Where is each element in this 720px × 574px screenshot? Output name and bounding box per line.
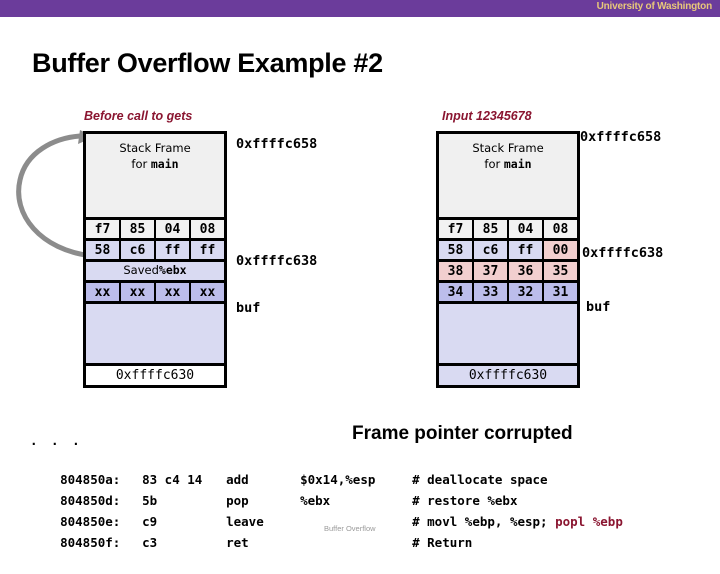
byte-cell: 32 <box>509 283 544 301</box>
assembly-listing: . . . 804850a: 83 c4 14 add $0x14,%esp # dea… <box>30 433 623 550</box>
assembly-address: 804850f: <box>60 535 121 550</box>
stack-diagram-before: Stack Frame for main f7 85 04 08 58 c6 f… <box>83 131 227 388</box>
assembly-address: 804850a: <box>60 472 121 487</box>
frame-main-label-line2: for main <box>86 157 224 171</box>
byte-row: 34 33 32 31 <box>439 280 577 301</box>
assembly-mnemonic: ret <box>226 535 249 550</box>
stack-frame-main-region-right: Stack Frame for main <box>439 134 577 217</box>
saved-ebx-register: %ebx <box>158 263 187 278</box>
byte-cell: ff <box>156 241 191 259</box>
byte-cell-overwritten: 36 <box>509 262 544 280</box>
assembly-address: 804850d: <box>60 493 121 508</box>
byte-cell-overwritten: 37 <box>474 262 509 280</box>
address-label-mid-left: 0xffffc638 <box>236 253 318 269</box>
assembly-comment: # Return <box>412 535 473 550</box>
frame-main-label-prefix: for <box>484 157 504 171</box>
address-label-top-right: 0xffffc658 <box>580 129 662 145</box>
byte-cell: 34 <box>439 283 474 301</box>
byte-row: 58 c6 ff ff <box>86 238 224 259</box>
frame-main-label-function: main <box>503 157 532 171</box>
frame-main-label-function: main <box>150 157 179 171</box>
assembly-comment: # movl %ebp, %esp; <box>412 514 556 529</box>
assembly-comment: # restore %ebx <box>412 493 518 508</box>
assembly-comment-highlight: popl %ebp <box>555 514 623 529</box>
assembly-operands: $0x14,%esp <box>300 472 376 487</box>
slide-title: Buffer Overflow Example #2 <box>32 48 383 78</box>
byte-cell: f7 <box>439 220 474 238</box>
assembly-comment: # deallocate space <box>412 472 548 487</box>
saved-ebx-prefix: Saved <box>123 263 159 278</box>
byte-cell-overwritten: 00 <box>544 241 577 259</box>
university-brand-label: University of Washington <box>596 1 713 12</box>
byte-cell: 33 <box>474 283 509 301</box>
stack-filler-region <box>86 301 224 363</box>
byte-cell: ff <box>191 241 224 259</box>
assembly-bytes: c3 <box>142 535 158 550</box>
assembly-row: 804850e: c9 leave # movl %ebp, %esp; popl %… <box>30 490 623 529</box>
byte-cell: xx <box>86 283 121 301</box>
assembly-bytes: 83 c4 14 <box>142 472 203 487</box>
frame-main-label-prefix: for <box>131 157 151 171</box>
byte-cell: 85 <box>121 220 156 238</box>
buf-label-right: buf <box>586 299 611 315</box>
byte-cell: 58 <box>439 241 474 259</box>
byte-row: f7 85 04 08 <box>86 217 224 238</box>
stack-bottom-address: 0xffffc630 <box>439 363 577 385</box>
diagram-heading-before: Before call to gets <box>84 109 193 123</box>
assembly-operands: %ebx <box>300 493 331 508</box>
byte-row: f7 85 04 08 <box>439 217 577 238</box>
stack-diagram-after-input: Stack Frame for main f7 85 04 08 58 c6 f… <box>436 131 580 388</box>
byte-cell-overwritten: 38 <box>439 262 474 280</box>
frame-main-label-line2: for main <box>439 157 577 171</box>
byte-row: xx xx xx xx <box>86 280 224 301</box>
byte-cell: 85 <box>474 220 509 238</box>
saved-ebx-row: Saved %ebx <box>86 259 224 280</box>
stack-bottom-address: 0xffffc630 <box>86 363 224 385</box>
slide-footer-note: Buffer Overflow <box>324 524 376 533</box>
university-header-bar: University of Washington <box>0 0 720 17</box>
address-label-top-left: 0xffffc658 <box>236 136 318 152</box>
assembly-bytes: 5b <box>142 493 158 508</box>
byte-cell: c6 <box>121 241 156 259</box>
address-label-mid-right: 0xffffc638 <box>582 245 664 261</box>
byte-row: 38 37 36 35 <box>439 259 577 280</box>
assembly-address: 804850e: <box>60 514 121 529</box>
byte-cell-overwritten: 35 <box>544 262 577 280</box>
assembly-mnemonic: add <box>226 472 249 487</box>
frame-pointer-corrupted-callout: Frame pointer corrupted <box>352 423 573 444</box>
assembly-row: 804850a: 83 c4 14 add $0x14,%esp # deallocat… <box>30 448 623 487</box>
diagram-heading-input: Input 12345678 <box>442 109 532 123</box>
byte-cell: 08 <box>191 220 224 238</box>
assembly-bytes: c9 <box>142 514 158 529</box>
buf-label-left: buf <box>236 300 261 316</box>
frame-main-label-line1: Stack Frame <box>472 141 544 155</box>
assembly-mnemonic: pop <box>226 493 249 508</box>
byte-cell: xx <box>191 283 224 301</box>
assembly-row: 804850d: 5b pop %ebx # restore %ebx <box>30 469 623 508</box>
assembly-ellipsis: . . . <box>30 433 83 448</box>
stack-frame-main-region-left: Stack Frame for main <box>86 134 224 217</box>
byte-cell: 31 <box>544 283 577 301</box>
byte-cell: xx <box>156 283 191 301</box>
byte-cell: 04 <box>156 220 191 238</box>
byte-cell: 58 <box>86 241 121 259</box>
byte-cell: ff <box>509 241 544 259</box>
byte-cell: c6 <box>474 241 509 259</box>
byte-cell: xx <box>121 283 156 301</box>
byte-row: 58 c6 ff 00 <box>439 238 577 259</box>
byte-cell: 04 <box>509 220 544 238</box>
byte-cell: f7 <box>86 220 121 238</box>
byte-cell: 08 <box>544 220 577 238</box>
stack-filler-region <box>439 301 577 363</box>
assembly-mnemonic: leave <box>226 514 264 529</box>
frame-main-label-line1: Stack Frame <box>119 141 191 155</box>
